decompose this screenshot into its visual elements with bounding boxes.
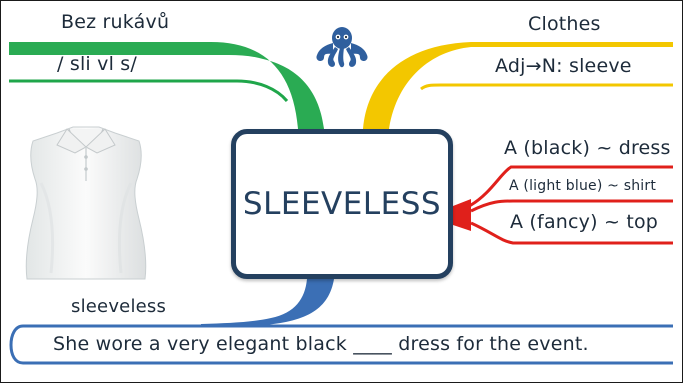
headword: SLEEVELESS	[242, 186, 442, 222]
red-branch-lower	[470, 221, 673, 245]
example-bracket	[9, 324, 673, 365]
example-label: sleeveless	[71, 296, 167, 317]
example-sentence: She wore a very elegant black ____ dress…	[53, 333, 589, 355]
central-concept: SLEEVELESS	[231, 129, 453, 279]
green-branch-underline	[9, 79, 289, 103]
sleeveless-shirt-image	[25, 126, 147, 280]
pronunciation: / sli vl s/	[57, 53, 137, 75]
collocation-3: A (fancy) ~ top	[510, 211, 659, 233]
red-branch-join	[453, 199, 471, 231]
red-branch-middle	[470, 199, 673, 213]
collocation-1: A (black) ~ dress	[504, 137, 671, 159]
green-branch	[9, 42, 324, 129]
category-label: Clothes	[528, 13, 601, 35]
collocation-2: A (light blue) ~ shirt	[509, 178, 657, 194]
czech-translation: Bez rukávů	[61, 11, 170, 33]
red-branch-main	[452, 165, 673, 218]
word-derivation: Adj→N: sleeve	[495, 55, 632, 77]
octopus-icon	[316, 27, 368, 68]
yellow-branch-curve	[420, 83, 442, 91]
blue-branch	[201, 279, 334, 327]
